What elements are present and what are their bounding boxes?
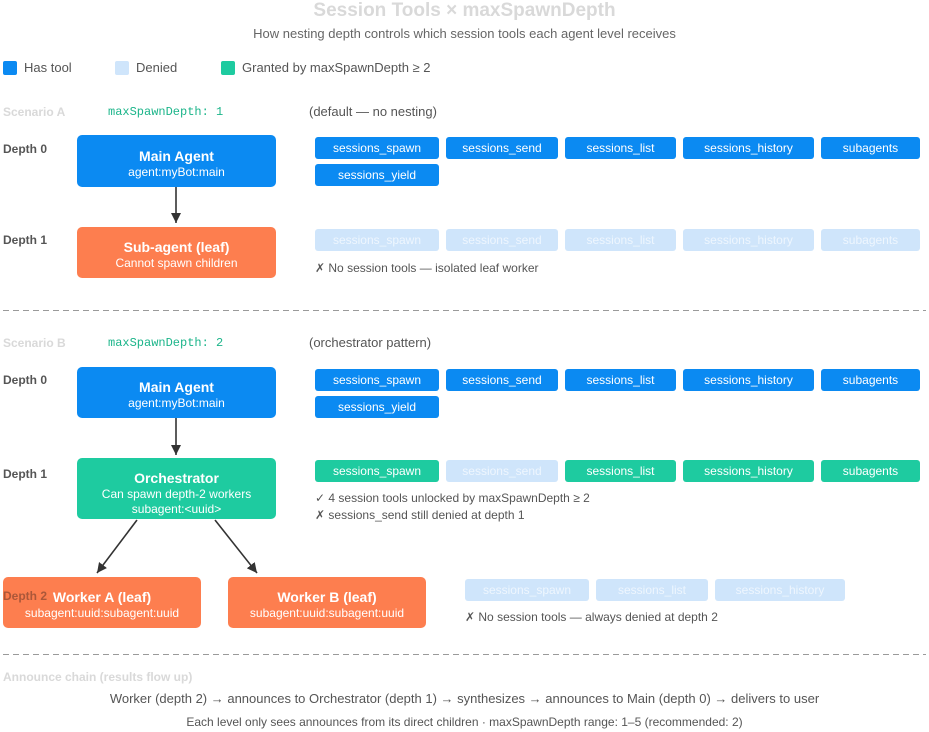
scenario-b-note: (orchestrator pattern) [309, 335, 432, 350]
scenario-b-worker-b-node: Worker B (leaf) subagent:uuid:subagent:u… [228, 577, 426, 628]
scenario-b-depth-1-tools: sessions_spawn sessions_send sessions_li… [0, 460, 929, 482]
scenario-a-depth-0-label: Depth 0 [3, 142, 48, 156]
tool-chip-sessions-send: sessions_send [446, 137, 558, 159]
scenario-b-depth-2-label: Depth 2 [3, 589, 48, 603]
tool-chip-sessions-yield: sessions_yield [315, 396, 439, 418]
agent-title: Main Agent [139, 147, 214, 164]
agent-description: Cannot spawn children [115, 256, 238, 270]
tool-chip-sessions-history: sessions_history [715, 579, 845, 601]
scenario-b-depth-1-label: Depth 1 [3, 467, 48, 481]
scenario-a-depth-1-label: Depth 1 [3, 233, 48, 247]
tool-chip-sessions-list: sessions_list [565, 369, 676, 391]
scenario-b-worker-a-node: Worker A (leaf) subagent:uuid:subagent:u… [3, 577, 201, 628]
tool-chip-sessions-send: sessions_send [446, 229, 558, 251]
scenario-b-label: Scenario B [3, 336, 66, 350]
agent-id: subagent:<uuid> [131, 501, 222, 516]
tool-chip-sessions-spawn: sessions_spawn [465, 579, 589, 601]
tool-chip-sessions-yield: sessions_yield [315, 164, 439, 186]
tool-chip-sessions-history: sessions_history [683, 229, 814, 251]
scenario-a-label: Scenario A [3, 105, 66, 119]
scenario-b-orchestrator-node: Orchestrator Can spawn depth-2 workers s… [77, 458, 276, 519]
tool-chip-sessions-spawn: sessions_spawn [315, 460, 439, 482]
diagram-subtitle: How nesting depth controls which session… [253, 26, 676, 41]
section-divider [3, 310, 926, 311]
scenario-b-depth-2-tools: sessions_spawn sessions_list sessions_hi… [0, 579, 929, 601]
scenario-b-setting: maxSpawnDepth: 2 [108, 336, 224, 350]
scenario-a-depth-0-tools: sessions_spawn sessions_send sessions_li… [0, 137, 929, 159]
tool-chip-sessions-list: sessions_list [565, 229, 676, 251]
scenario-b-depth-1-note-denied: ✗ sessions_send still denied at depth 1 [315, 508, 525, 522]
arrow-b-orchestrator-to-worker-a [96, 519, 138, 574]
scenario-a-subagent-node: Sub-agent (leaf) Cannot spawn children [77, 227, 276, 278]
scenario-b-depth-0-label: Depth 0 [3, 373, 48, 387]
diagram-title: Session Tools × maxSpawnDepth [313, 0, 616, 21]
tool-chip-sessions-history: sessions_history [683, 137, 814, 159]
agent-id: subagent:uuid:subagent:uuid [24, 606, 180, 620]
agent-description: Can spawn depth-2 workers [101, 486, 252, 501]
scenario-a-main-agent-node: Main Agent agent:myBot:main [77, 135, 276, 187]
arrow-b-orchestrator-to-worker-b [214, 519, 258, 574]
scenario-b-depth-0-tools-row-2: sessions_yield [0, 396, 929, 418]
scenario-a-setting: maxSpawnDepth: 1 [108, 105, 224, 119]
agent-title: Main Agent [139, 379, 214, 395]
legend-label-granted: Granted by maxSpawnDepth ≥ 2 [242, 60, 431, 75]
legend-label-denied: Denied [136, 60, 178, 75]
tool-chip-sessions-send: sessions_send [446, 369, 558, 391]
agent-id: agent:myBot:main [128, 164, 225, 179]
announce-chain-label: Announce chain (results flow up) [3, 670, 193, 684]
agent-title: Sub-agent (leaf) [123, 239, 230, 255]
legend-swatch-granted [221, 61, 235, 75]
section-divider [3, 654, 926, 655]
agent-title: Worker A (leaf) [52, 589, 152, 605]
tool-chip-sessions-list: sessions_list [565, 137, 676, 159]
legend-swatch-denied [115, 61, 129, 75]
agent-id: subagent:uuid:subagent:uuid [249, 606, 405, 620]
scenario-b-depth-2-note: ✗ No session tools — always denied at de… [465, 610, 718, 624]
scenario-a-note: (default — no nesting) [309, 104, 437, 119]
scenario-b-depth-1-note-unlocked: ✓ 4 session tools unlocked by maxSpawnDe… [315, 491, 590, 505]
tool-chip-subagents: subagents [821, 369, 920, 391]
tool-chip-subagents: subagents [821, 137, 920, 159]
scenario-a-depth-0-tools-row-2: sessions_yield [0, 164, 929, 186]
tool-chip-sessions-history: sessions_history [683, 460, 814, 482]
tool-chip-subagents: subagents [821, 229, 920, 251]
tool-chip-sessions-send: sessions_send [446, 460, 558, 482]
legend-swatch-has-tool [3, 61, 17, 75]
tool-chip-sessions-spawn: sessions_spawn [315, 369, 439, 391]
agent-title: Orchestrator [134, 469, 219, 486]
agent-id: agent:myBot:main [128, 396, 225, 410]
tool-chip-sessions-history: sessions_history [683, 369, 814, 391]
scenario-b-main-agent-node: Main Agent agent:myBot:main [77, 367, 276, 418]
tool-chip-sessions-list: sessions_list [596, 579, 708, 601]
legend-label-has-tool: Has tool [24, 60, 72, 75]
tool-chip-sessions-list: sessions_list [565, 460, 676, 482]
announce-chain-footnote: Each level only sees announces from its … [186, 715, 743, 729]
tool-chip-sessions-spawn: sessions_spawn [315, 137, 439, 159]
agent-title: Worker B (leaf) [277, 589, 377, 605]
tool-chip-sessions-spawn: sessions_spawn [315, 229, 439, 251]
scenario-a-depth-1-tools: sessions_spawn sessions_send sessions_li… [0, 229, 929, 251]
scenario-a-depth-1-note: ✗ No session tools — isolated leaf worke… [315, 261, 539, 275]
announce-chain-flow: Worker (depth 2) → announces to Orchestr… [109, 691, 820, 706]
tool-chip-subagents: subagents [821, 460, 920, 482]
scenario-b-depth-0-tools: sessions_spawn sessions_send sessions_li… [0, 369, 929, 391]
